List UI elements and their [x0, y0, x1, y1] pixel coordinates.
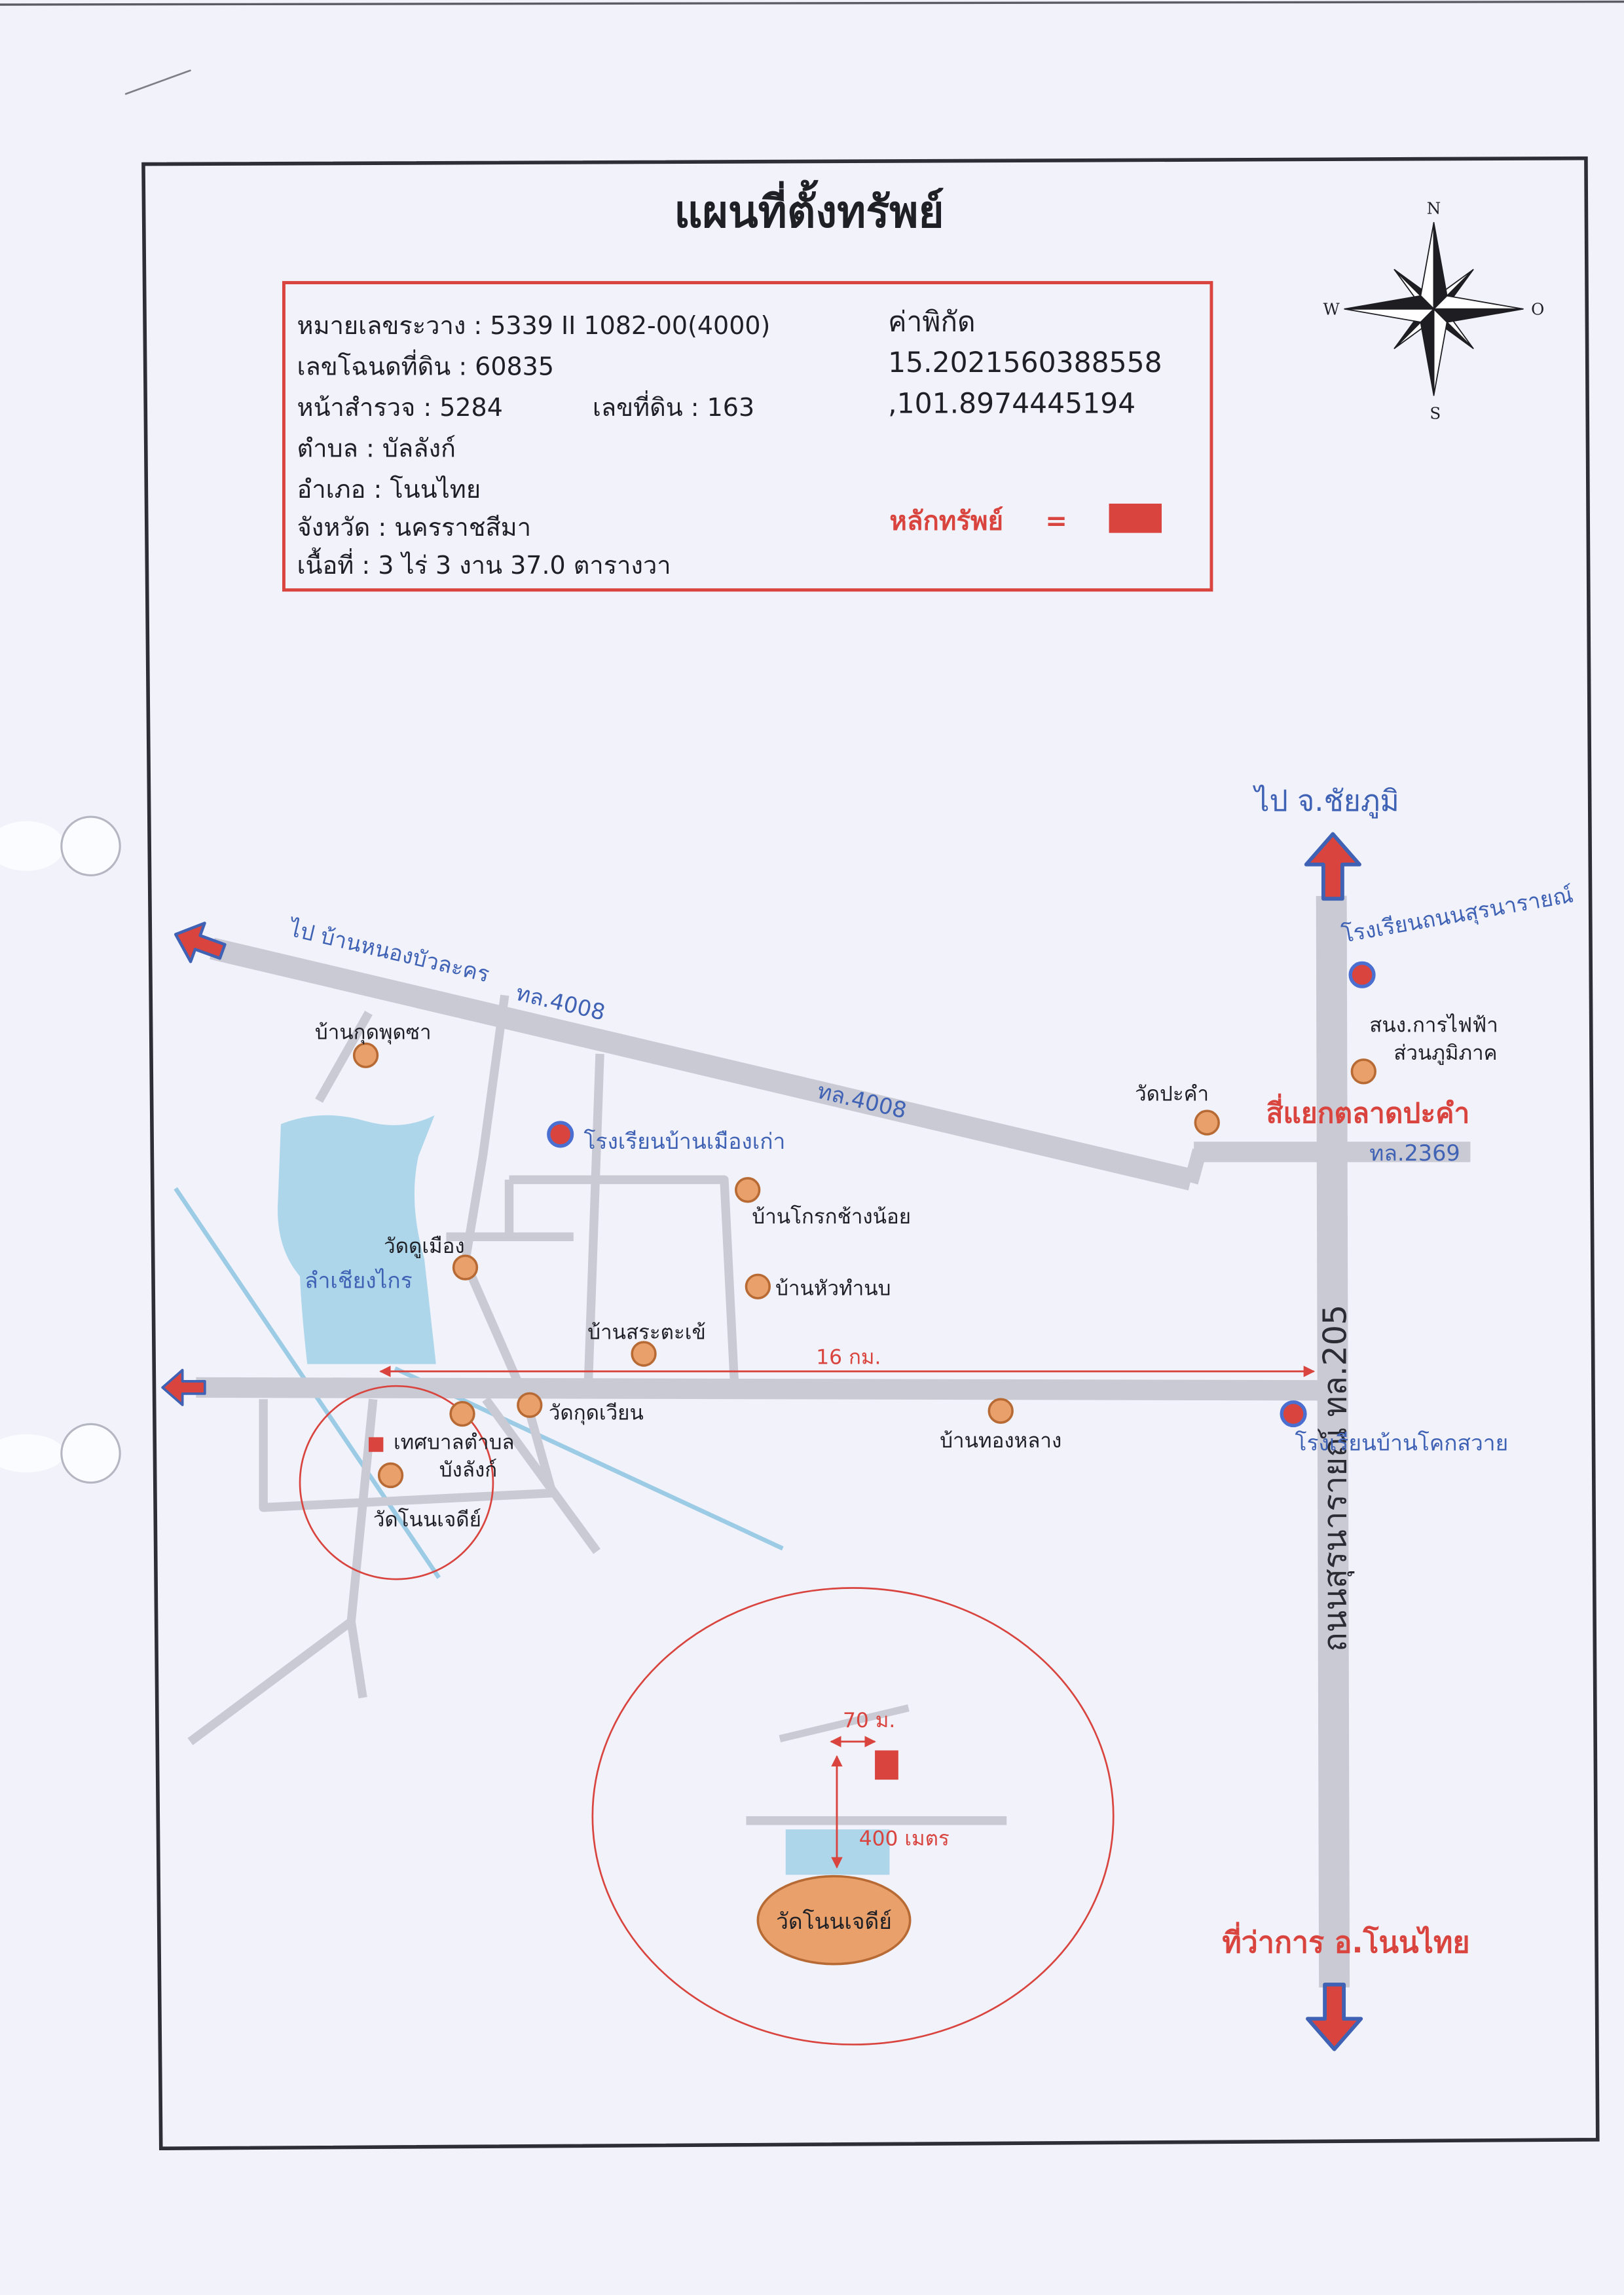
- inset-detail: 70 ม. 400 เมตร วัดโนนเจดีย์: [591, 1587, 1115, 2045]
- direction-south-label: ที่ว่าการ อ.โนนไทย: [1222, 1922, 1469, 1960]
- land-area: เนื้อที่ : 3 ไร่ 3 งาน 37.0 ตารางวา: [297, 547, 671, 580]
- inset-horizontal-offset-label: 70 ม.: [843, 1709, 895, 1732]
- property-info-box: หมายเลขระวาง : 5339 II 1082-00(4000) เลข…: [282, 281, 1213, 592]
- side-road: [346, 1620, 367, 1699]
- arrow-south-icon: [1306, 1983, 1363, 2051]
- page-title: แผนที่ตั้งทรัพย์: [674, 179, 944, 238]
- compass-west-label: W: [1323, 300, 1340, 319]
- junction-label: สี่แยกตลาดปะคำ: [1266, 1093, 1470, 1130]
- map-frame: [141, 156, 1600, 2151]
- coordinates-label: ค่าพิกัด: [888, 306, 975, 338]
- office-marker-icon: [449, 1400, 475, 1427]
- distance-label: 16 กม.: [816, 1346, 881, 1370]
- coordinates-latitude: 15.2021560388558: [888, 347, 1162, 379]
- side-roads: [187, 994, 739, 1745]
- direction-north-label: ไป จ.ชัยภูมิ: [1253, 784, 1399, 819]
- place-marker-icon: [745, 1273, 771, 1299]
- land-number: เลขที่ดิน : 163: [593, 390, 754, 422]
- place-label: บ้านโกรกช้างน้อย: [752, 1204, 911, 1229]
- place-label: โรงเรียนบ้านเมืองเก่า: [583, 1129, 785, 1154]
- side-road: [509, 1175, 739, 1385]
- legend-collateral-swatch-icon: [1109, 503, 1162, 533]
- school-marker-icon: [1280, 1400, 1307, 1428]
- office-marker-icon: [1350, 1058, 1376, 1085]
- province: จังหวัด : นครราชสีมา: [297, 513, 531, 542]
- district: อำเภอ : โนนไทย: [297, 475, 481, 504]
- school-marker-icon: [547, 1121, 574, 1148]
- inset-ring: [591, 1587, 1115, 2045]
- subdistrict: ตำบล : บัลลังก์: [297, 434, 456, 462]
- place-label: บ้านสระตะเข้: [587, 1321, 706, 1345]
- coordinates-longitude: ,101.8974445194: [888, 388, 1135, 420]
- punch-hole-top: [60, 815, 121, 876]
- place-marker-icon: [987, 1398, 1014, 1424]
- legend-label: หลักทรัพย์: [889, 506, 1003, 536]
- punch-hole-bottom: [60, 1423, 121, 1484]
- lake: [278, 1115, 436, 1364]
- place-label: สนง.การไฟฟ้า: [1369, 1013, 1498, 1037]
- side-road: [482, 1396, 600, 1554]
- temple-marker-icon: [517, 1392, 543, 1418]
- inset-temple-label: วัดโนนเจดีย์: [776, 1909, 892, 1934]
- place-marker-icon: [352, 1042, 379, 1068]
- place-label: เทศบาลตำบล: [394, 1430, 515, 1454]
- deed-number: เลขโฉนดที่ดิน : 60835: [297, 349, 554, 381]
- legend-equals: =: [1045, 506, 1067, 536]
- arrow-northwest-icon: [174, 922, 227, 963]
- scan-page-edge: [0, 0, 1624, 6]
- road-route-4008: [210, 937, 1194, 1191]
- place-label: วัดโนนเจดีย์: [373, 1508, 481, 1532]
- collateral-area-ring: [299, 1385, 494, 1580]
- road-route-205: [1316, 895, 1350, 1988]
- place-label: บ้านทองหลาง: [940, 1429, 1061, 1453]
- waterway-label: ลำเชียงไกร: [304, 1267, 413, 1293]
- punch-tear-bottom: [0, 1434, 65, 1472]
- compass-north-label: N: [1427, 199, 1441, 218]
- pencil-mark: [124, 69, 191, 95]
- inset-vertical-offset-label: 400 เมตร: [859, 1827, 950, 1851]
- side-road: [583, 1053, 604, 1388]
- compass-rose-icon: [1344, 222, 1524, 396]
- place-label: ส่วนภูมิภาค: [1393, 1041, 1497, 1065]
- place-label: บ้านกุดพุดซา: [315, 1021, 432, 1045]
- collateral-location-icon: [369, 1437, 384, 1452]
- side-road: [460, 994, 531, 1404]
- arrow-north-icon: [1304, 832, 1361, 901]
- temple-marker-icon: [452, 1254, 479, 1280]
- punch-tear-top: [0, 821, 65, 871]
- school-marker-icon: [1348, 961, 1376, 988]
- place-label: บังลังก์: [439, 1459, 497, 1482]
- side-road: [259, 1399, 557, 1512]
- info-box-border: [282, 281, 1213, 592]
- sheet-number: หมายเลขระวาง : 5339 II 1082-00(4000): [297, 311, 771, 340]
- temple-marker-icon: [377, 1462, 404, 1489]
- river-east: [394, 1366, 784, 1551]
- temple-marker-icon: [1194, 1110, 1220, 1136]
- place-label: วัดปะคำ: [1135, 1083, 1209, 1106]
- route-2369-label: ทล.2369: [1369, 1140, 1460, 1166]
- place-label: บ้านหัวทำนบ: [775, 1277, 891, 1301]
- place-label: โรงเรียนบ้านโคกสวาย: [1295, 1430, 1509, 1455]
- inset-temple-marker-icon: [756, 1875, 912, 1966]
- compass-east-label: O: [1531, 300, 1544, 319]
- inset-collateral-icon: [875, 1750, 898, 1780]
- place-marker-icon: [735, 1177, 761, 1203]
- inset-road-upper: [779, 1704, 910, 1743]
- place-label: วัดกุดเวียน: [549, 1402, 644, 1426]
- route-205-label: ถนนสุรนารายณ์ ทล.205: [1316, 1305, 1354, 1652]
- arrow-west-icon: [161, 1368, 206, 1406]
- place-label: วัดดูเมือง: [384, 1235, 465, 1258]
- side-road: [315, 1011, 373, 1103]
- road-main-horizontal: [196, 1377, 1335, 1401]
- compass-south-label: S: [1430, 403, 1441, 422]
- survey-page: หน้าสำรวจ : 5284: [297, 393, 503, 422]
- place-marker-icon: [631, 1341, 657, 1367]
- side-road: [187, 1398, 378, 1745]
